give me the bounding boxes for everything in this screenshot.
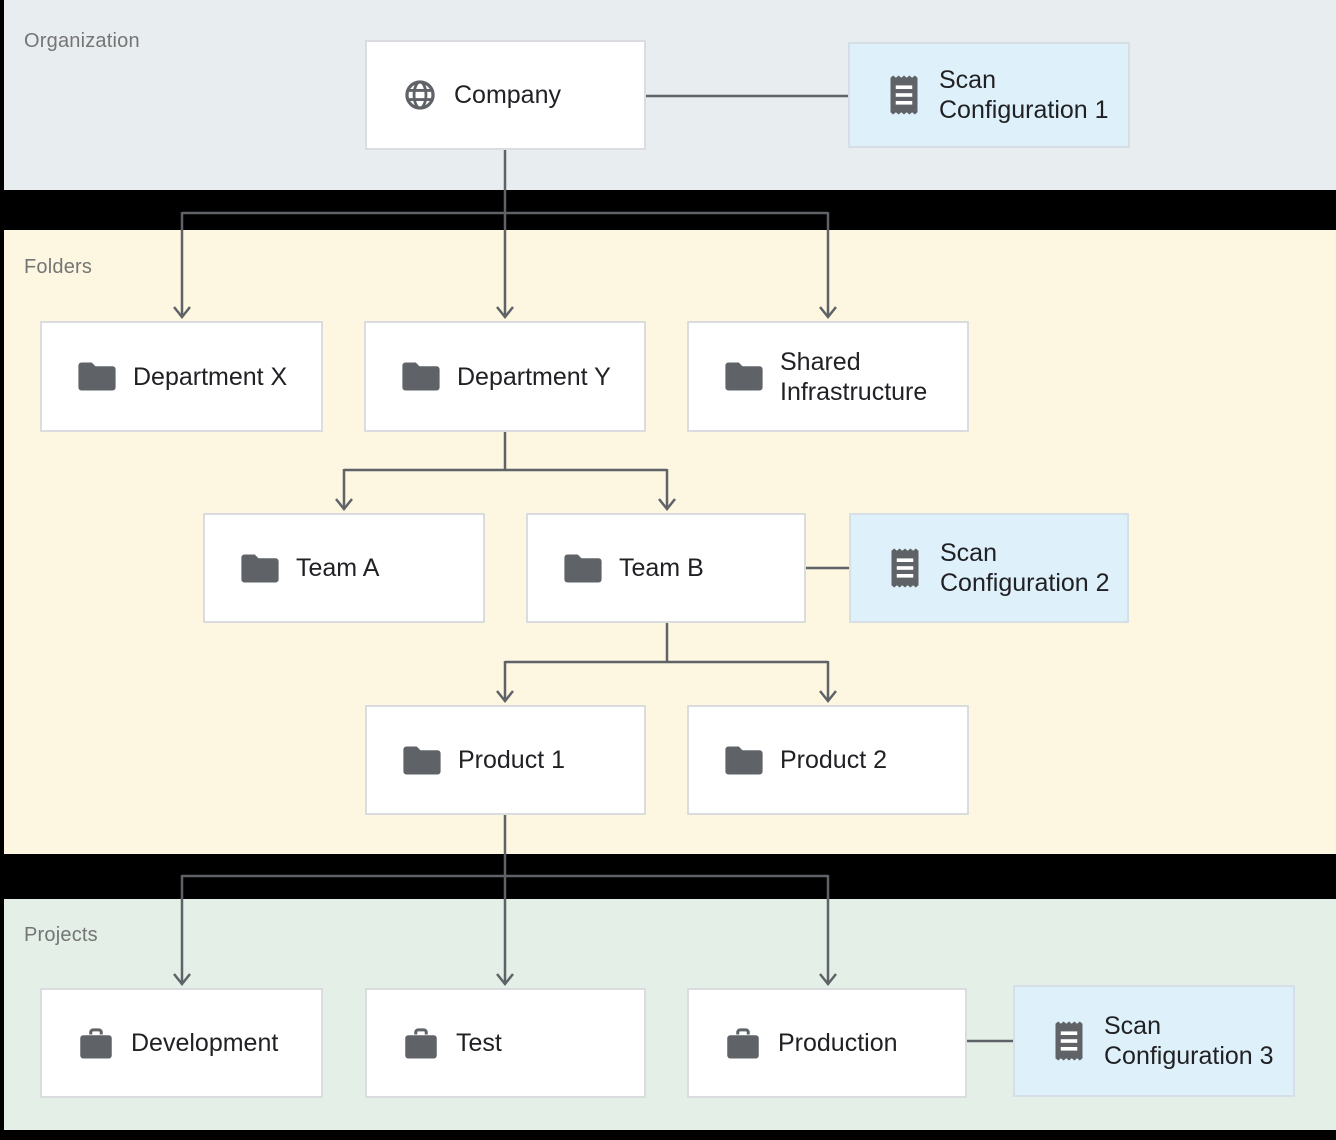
node-test: Test <box>365 988 646 1098</box>
receipt-icon <box>1051 1020 1087 1062</box>
node-company: Company <box>365 40 646 150</box>
briefcase-icon <box>78 1027 114 1060</box>
folder-icon <box>564 553 602 584</box>
node-label: Development <box>131 1029 279 1057</box>
node-team-a: Team A <box>203 513 485 623</box>
node-department-x: Department X <box>40 321 323 432</box>
node-shared-infrastructure: Shared Infrastructure <box>687 321 969 432</box>
node-label: Department X <box>133 362 288 391</box>
folder-icon <box>402 361 440 392</box>
node-label: Company <box>454 81 561 109</box>
node-scan-configuration-2: Scan Configuration 2 <box>849 513 1129 623</box>
organization-band <box>4 0 1336 190</box>
globe-icon <box>403 78 437 112</box>
node-label: Scan Configuration 2 <box>940 539 1110 597</box>
node-label: Product 2 <box>780 746 888 774</box>
folder-icon <box>241 553 279 584</box>
folder-icon <box>725 745 763 776</box>
node-label: Scan Configuration 1 <box>939 66 1109 124</box>
node-label: Department Y <box>457 362 611 391</box>
receipt-icon <box>887 547 923 589</box>
node-scan-configuration-1: Scan Configuration 1 <box>848 42 1130 148</box>
node-production: Production <box>687 988 967 1098</box>
briefcase-icon <box>403 1027 439 1060</box>
briefcase-icon <box>725 1027 761 1060</box>
node-label: Production <box>778 1029 898 1057</box>
organization-band-label: Organization <box>24 30 140 52</box>
folder-icon <box>725 361 763 392</box>
folder-icon <box>403 745 441 776</box>
node-team-b: Team B <box>526 513 806 623</box>
node-development: Development <box>40 988 323 1098</box>
node-label: Scan Configuration 3 <box>1104 1012 1274 1070</box>
folders-band-label: Folders <box>24 256 93 278</box>
node-label: Test <box>456 1029 502 1057</box>
node-label: Team B <box>619 554 704 582</box>
node-scan-configuration-3: Scan Configuration 3 <box>1013 985 1295 1097</box>
node-label: Team A <box>296 554 380 582</box>
node-product-1: Product 1 <box>365 705 646 815</box>
receipt-icon <box>886 74 922 116</box>
node-department-y: Department Y <box>364 321 646 432</box>
node-product-2: Product 2 <box>687 705 969 815</box>
folder-icon <box>78 361 116 392</box>
projects-band-label: Projects <box>24 924 98 946</box>
node-label: Product 1 <box>458 746 566 774</box>
node-label: Shared Infrastructure <box>780 347 928 406</box>
